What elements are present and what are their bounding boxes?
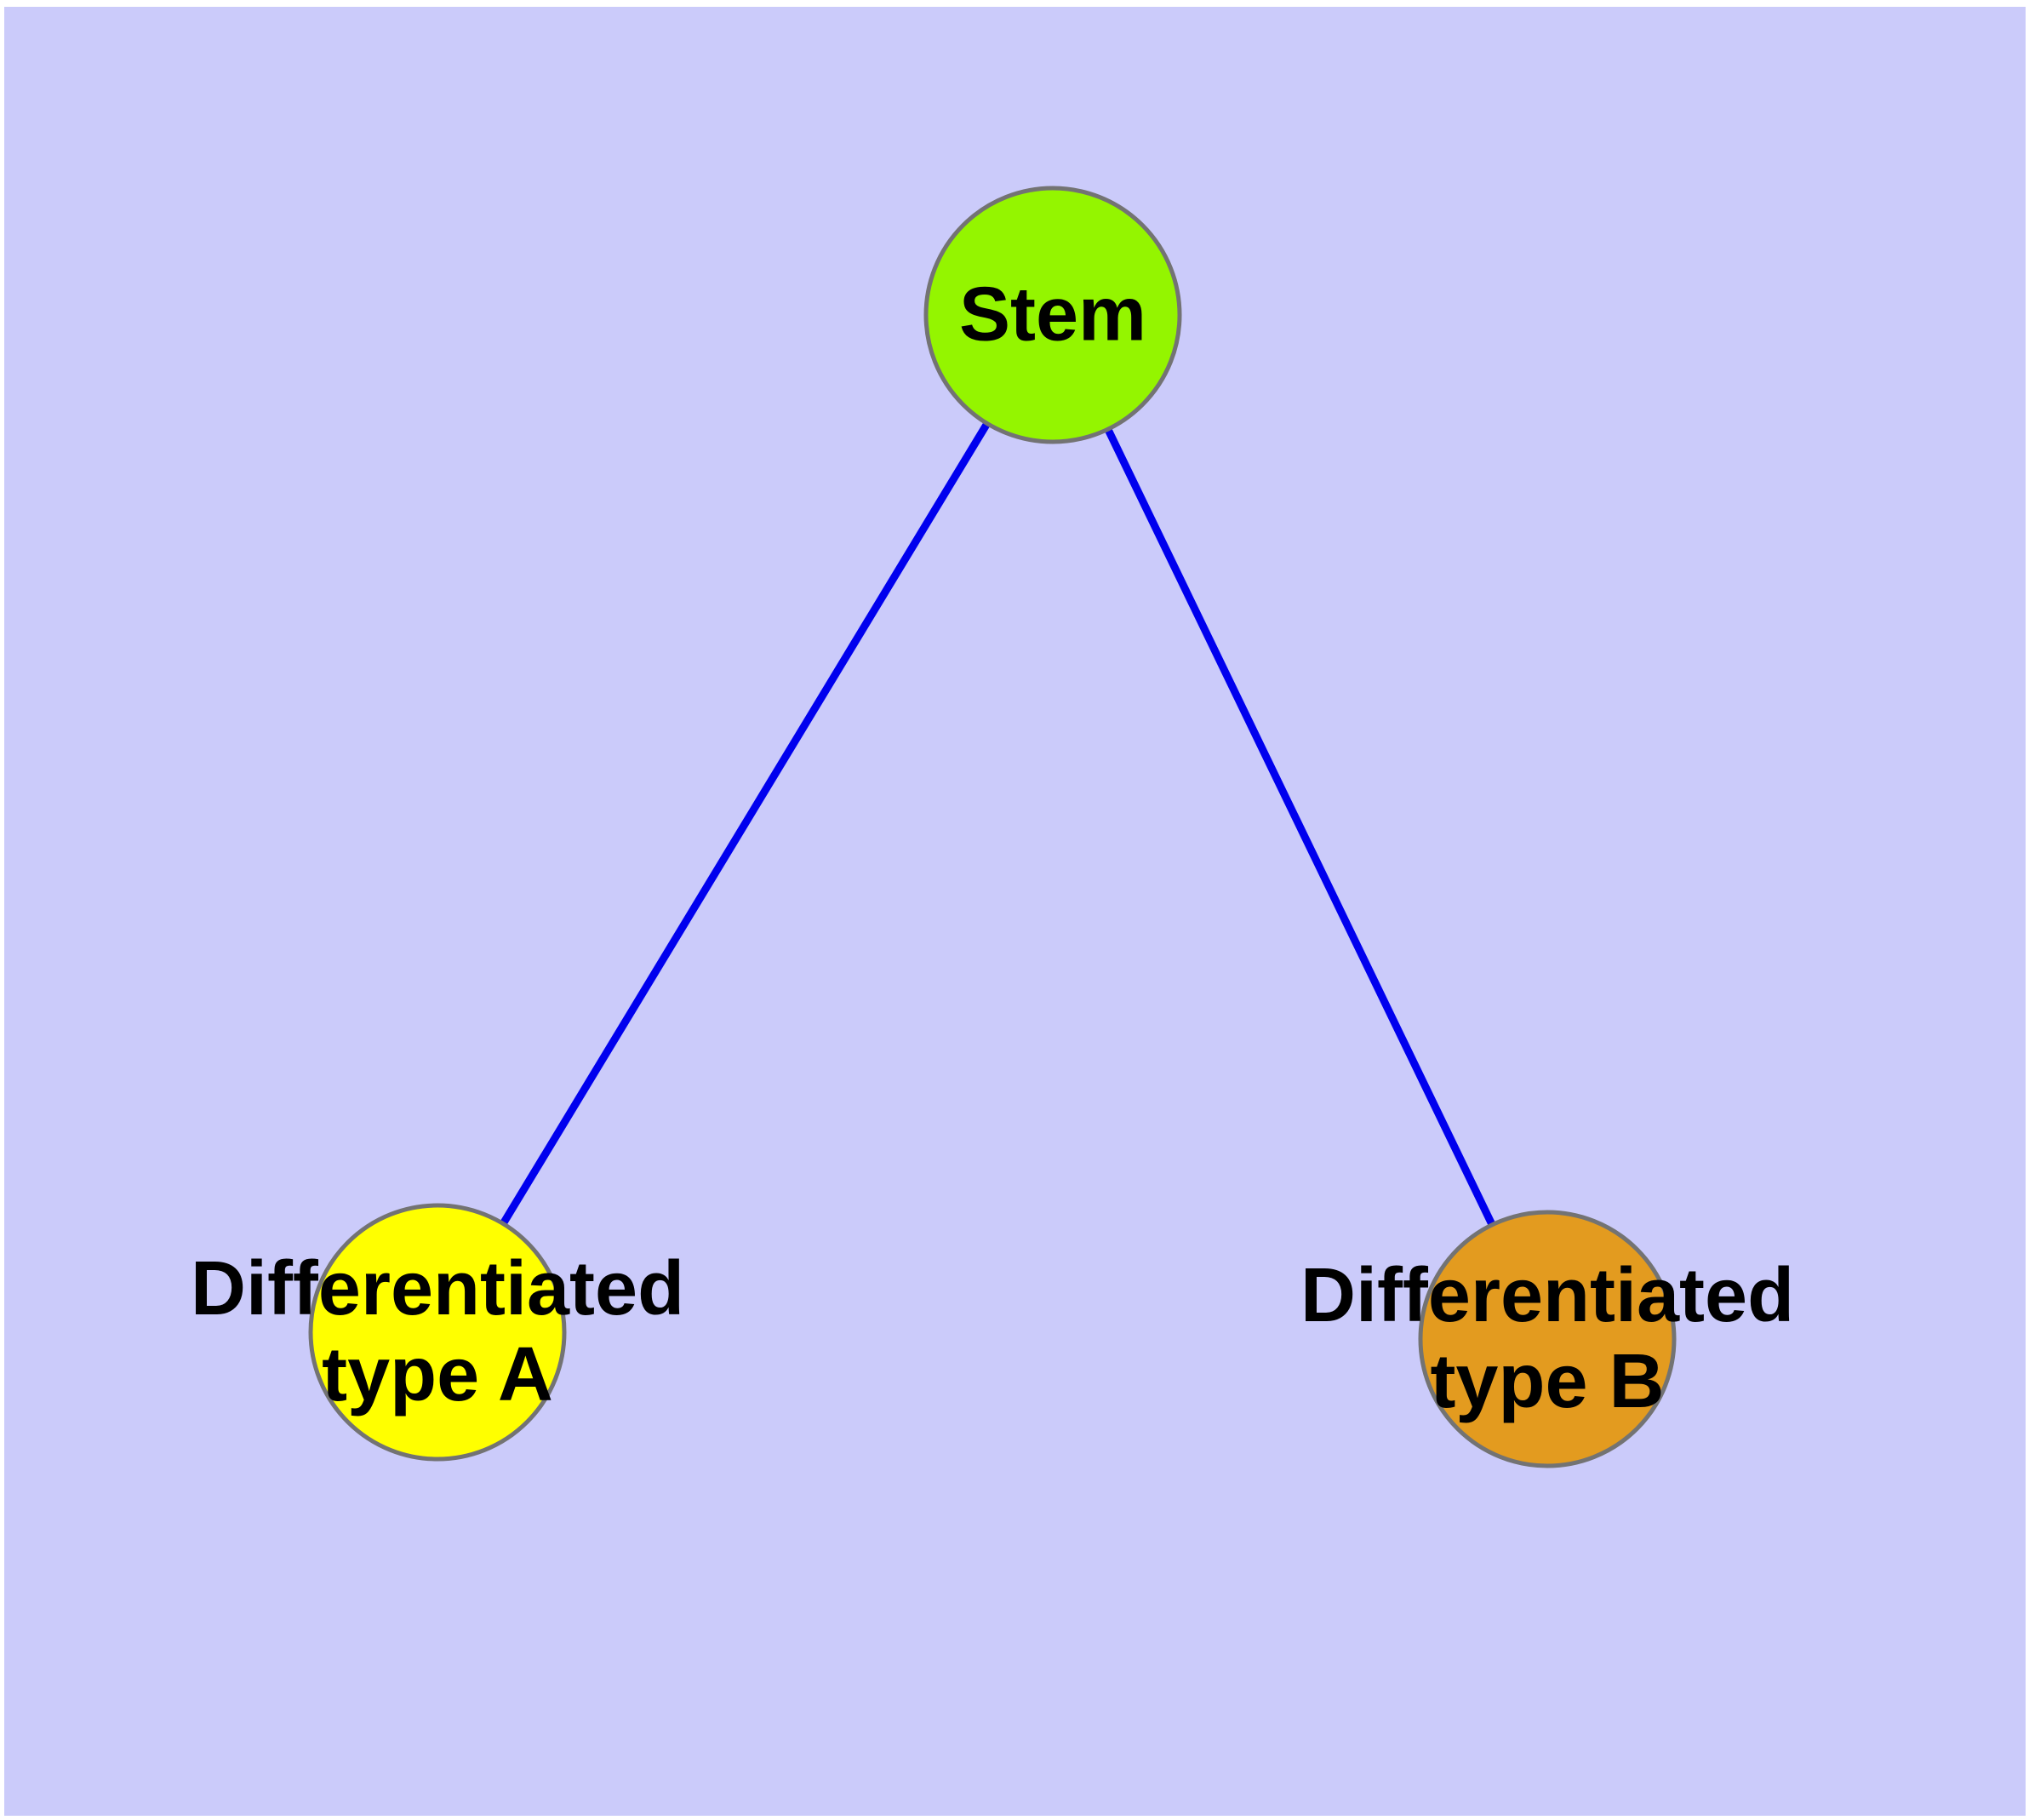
node-circle-differentiated-type-a (308, 1203, 567, 1462)
edge-stem-to-differentiated-type-a (434, 312, 1056, 1335)
node-circle-differentiated-type-b (1418, 1210, 1677, 1468)
node-label-text: Differentiated (190, 1246, 685, 1331)
node-label-text: type B (1430, 1339, 1665, 1424)
node-circle-stem (923, 186, 1182, 444)
node-label-text: Stem (958, 272, 1147, 358)
edge-stem-to-differentiated-type-b (1049, 313, 1552, 1341)
node-label-text: type A (322, 1332, 553, 1417)
node-label-stem: Stem (959, 272, 1146, 358)
node-label-differentiated-type-b: Differentiated type B (1300, 1253, 1794, 1425)
node-label-text: Differentiated (1300, 1253, 1795, 1338)
node-label-differentiated-type-a: Differentiated type A (191, 1246, 684, 1418)
